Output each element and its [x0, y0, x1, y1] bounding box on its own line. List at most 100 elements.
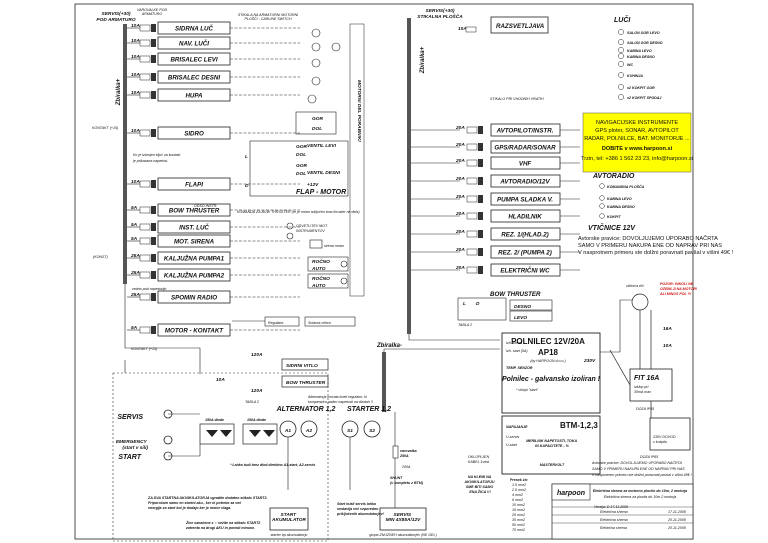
left-row-label: BRISALEC DESNI — [168, 75, 221, 82]
title-block: Avtorske pravice: DOVOLJUJEMO UPORABO NA… — [551, 460, 694, 540]
ad-box-bg — [582, 112, 692, 173]
fuse-icon — [139, 293, 151, 301]
left-row-fuse: 10A — [131, 23, 140, 29]
razsv-switch — [490, 16, 549, 34]
gauge-item: 35 mm2 — [512, 518, 525, 522]
motor-panel-text: MOTORNI DEL PORABNIKI — [356, 80, 362, 142]
switch-icon — [151, 293, 156, 301]
kabel-tip-l2: KABEL 1vest — [468, 460, 490, 464]
left-row-label: MOTOR - KONTAKT — [165, 328, 224, 335]
right-switch-panel: SERVIS(+30)STIKALNA PLOŠČA Zbiralka+ 10A… — [407, 8, 734, 334]
rights2-l3: V nasprotnem primeru ste dolžni poravnat… — [592, 473, 692, 477]
razsv-fuse: 10A — [458, 26, 467, 32]
right-header-line: SERVIS(+30) — [426, 8, 455, 14]
rights-l2: SAMO V PRIMERU NAKUPA ENE OD NAPRAV PRI … — [578, 243, 722, 249]
switch-icon — [151, 206, 156, 214]
varovalka-l1: varovalka — [400, 449, 417, 453]
fuse-icon — [139, 129, 151, 137]
na-klemi-note: NA KLEMI NA AKUMULATORJU SME BITI SAMO E… — [463, 475, 495, 494]
pozor-warning: POZOR: INKOLI NE OZEMLJI NA MOTOR! ALI M… — [659, 282, 698, 296]
switch-icon — [478, 248, 483, 256]
gauge-item: 6 mm2 — [512, 498, 523, 502]
fuse-header-line: ARMATURO — [141, 12, 163, 16]
charger-box — [501, 332, 601, 414]
speaker-label: KOMANDNA PLOŠČA — [607, 184, 645, 189]
start-battery — [269, 507, 309, 531]
a120-2: 120A — [251, 388, 263, 394]
vhodni-vrata: STIKALO PRI VHODNIH VRATIH — [490, 97, 544, 101]
servis-battery-l2: MIN 4X85A/12V — [386, 517, 421, 523]
title-row-text: Elektri/na shema — [600, 526, 627, 530]
ventil-desni: VENTIL DESNI — [307, 170, 341, 176]
luci-title: LUČI — [614, 15, 631, 24]
btm-box — [501, 415, 601, 475]
right-row-label: REZ. 1/(HLAD.2) — [501, 232, 548, 239]
light-bulb-icon — [618, 61, 624, 67]
light-label: x2 KOKPIT GOR — [626, 86, 655, 90]
main-fuse — [392, 445, 399, 459]
auto1: AUTO — [311, 266, 326, 272]
switch-icon — [151, 129, 156, 137]
rights-note-2: Avtorske pravice: DOVOLJUJEMO UPORABO NA… — [591, 460, 692, 477]
wire-main-6 — [600, 299, 632, 353]
switch-icon — [478, 143, 483, 151]
wiper-left-motor — [311, 58, 321, 68]
a2-label: A2 — [305, 428, 312, 434]
regulator-box — [264, 316, 300, 327]
siren-box — [309, 239, 323, 249]
razsv-label: RAZSVETLJAVA — [496, 23, 545, 30]
fuse-icon — [139, 237, 151, 245]
light-bulb-icon — [618, 84, 624, 90]
btm-title: BTM-1,2,3 — [560, 421, 598, 430]
fit-note-l1: Izklop pri — [634, 385, 649, 389]
nav-light-device-1 — [311, 42, 321, 52]
left-row-fuse: 10A — [131, 72, 140, 78]
right-row-fuse: 20A — [455, 194, 465, 200]
title-row-date: 20.11.2008 — [667, 526, 686, 530]
logo-box — [551, 483, 591, 501]
fuse-icon — [466, 248, 478, 256]
bow-desno-box — [509, 299, 553, 311]
switch-icon — [151, 254, 156, 262]
light-bulb-icon — [618, 53, 624, 59]
switch-icon — [478, 159, 483, 167]
switch-icon — [478, 177, 483, 185]
minus-bus-bar — [382, 352, 386, 412]
alt-note-l2: kompenzira padec napetosti na diodah !! — [308, 400, 373, 404]
rights2-l2: SAMO V PRIMERU NAKUPA ENE OD NAPRAV PRI … — [592, 467, 685, 471]
left-header: SERVIS(+30)POD ARMATURO — [96, 11, 135, 23]
switch-icon — [151, 271, 156, 279]
switch-icon — [151, 180, 156, 188]
gauge-item: 25 mm2 — [511, 513, 525, 517]
title-row-date: 17.11.2008 — [668, 510, 686, 514]
left-row-fuse: 25A — [130, 270, 140, 276]
fuse-icon — [466, 195, 478, 203]
right-row-fuse: 20A — [455, 211, 465, 217]
akum-note-l3: energije za start kot je dodajo ker je m… — [148, 506, 231, 510]
bottom-note-l1: Žice označene z ♀ vežite na stikalo STAR… — [185, 520, 260, 525]
flap-d-label: D — [245, 183, 249, 189]
razsv-fuse-icon — [465, 26, 477, 33]
left-row-fuse: 25A — [130, 253, 140, 259]
left-row-fuse: 5A — [131, 325, 138, 331]
switch-icon — [151, 237, 156, 245]
btm-merilnik-l1: MERILNIK NAPETOSTI, TOKA — [526, 439, 577, 443]
light-bulb-icon — [618, 47, 624, 53]
light-bulb-icon — [618, 94, 624, 100]
lahko-note: * Lahko tudi brez diod direktno A1-start… — [230, 463, 315, 467]
diode1-label: 150A diode — [205, 418, 224, 422]
diode1 — [199, 423, 235, 445]
na-klemi-l2: AKUMULATORJU — [463, 480, 494, 484]
instrument-light-1 — [286, 222, 294, 230]
fuse-icon — [139, 39, 151, 47]
btm-merilnik: MERILNIK NAPETOSTI, TOKA IN KAPACITETE -… — [526, 439, 578, 448]
bow-switch-box — [457, 297, 507, 321]
emergency-l1: EMERGENCY — [116, 439, 148, 445]
fuse-icon — [139, 254, 151, 262]
right-bus-label: Zbiralka+ — [420, 46, 426, 74]
gauge-item: 10 mm2 — [512, 503, 525, 507]
diode2 — [242, 423, 278, 445]
